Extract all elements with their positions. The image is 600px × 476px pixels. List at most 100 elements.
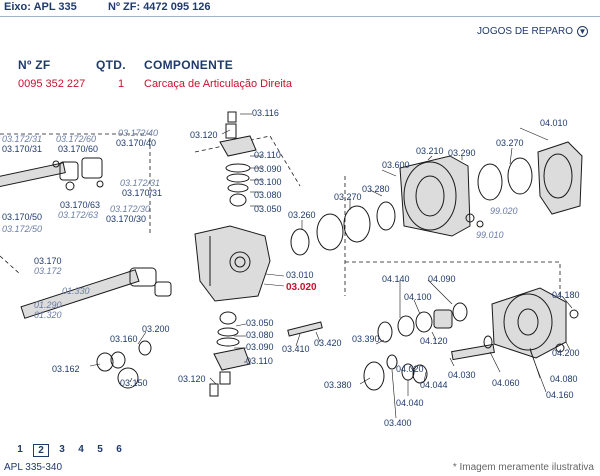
lower-kingpin-stack <box>209 311 323 397</box>
label-04-120[interactable]: 04.120 <box>420 336 448 346</box>
label-03-290[interactable]: 03.290 <box>448 148 476 158</box>
top-dashed-frame <box>194 135 301 187</box>
knuckle-housing <box>194 225 271 302</box>
label-03-080-bottom[interactable]: 03.080 <box>246 330 274 340</box>
label-03-100[interactable]: 03.100 <box>254 177 282 187</box>
label-03-420[interactable]: 03.420 <box>314 338 342 348</box>
nzf-value: 4472 095 126 <box>143 1 211 13</box>
label-03-400[interactable]: 03.400 <box>384 418 412 428</box>
label-04-040[interactable]: 04.040 <box>396 398 424 408</box>
label-03-390[interactable]: 03.390 <box>352 334 380 344</box>
upper-kingpin-stack <box>219 111 257 207</box>
label-03-210[interactable]: 03.210 <box>416 146 444 156</box>
label-03-050-bottom[interactable]: 03.050 <box>246 318 274 328</box>
nzf-label: Nº ZF: <box>108 1 141 13</box>
label-03-380[interactable]: 03.380 <box>324 380 352 390</box>
col-header-qtd: QTD. <box>96 58 126 72</box>
label-03-110-top[interactable]: 03.110 <box>254 150 281 160</box>
label-03-172-50[interactable]: 03.172/50 <box>2 224 42 234</box>
page-link-1[interactable]: 1 <box>17 444 23 455</box>
label-03-172-40[interactable]: 03.172/40 <box>118 128 158 138</box>
label-03-172-30[interactable]: 03.172/30 <box>110 204 150 214</box>
label-03-170-60[interactable]: 03.170/60 <box>58 144 98 154</box>
label-99-020[interactable]: 99.020 <box>490 206 518 216</box>
label-03-170-30[interactable]: 03.170/30 <box>106 214 146 224</box>
page-link-6[interactable]: 6 <box>116 444 122 455</box>
label-04-140[interactable]: 04.140 <box>382 274 410 284</box>
row-qtd: 1 <box>118 78 125 90</box>
label-03-150[interactable]: 03.150 <box>120 378 148 388</box>
label-03-080-top[interactable]: 03.080 <box>254 190 282 200</box>
page-selector: 1 2 3 4 5 6 <box>14 444 125 457</box>
label-03-110-bottom[interactable]: 03.110 <box>246 356 273 366</box>
label-04-180[interactable]: 04.180 <box>552 290 580 300</box>
page-link-3[interactable]: 3 <box>59 444 65 455</box>
label-03-172-63[interactable]: 03.172/63 <box>58 210 98 220</box>
label-04-160[interactable]: 04.160 <box>546 390 574 400</box>
col-header-componente: COMPONENTE <box>144 58 234 72</box>
label-04-060[interactable]: 04.060 <box>492 378 520 388</box>
label-03-010[interactable]: 03.010 <box>286 270 314 280</box>
exploded-parts-diagram: 03.116 03.120 03.110 03.090 03.100 03.08… <box>0 108 583 428</box>
label-03-260[interactable]: 03.260 <box>288 210 316 220</box>
eixo-info: Eixo: APL 335 <box>4 0 77 15</box>
label-03-170-31-b[interactable]: 03.170/31 <box>122 188 162 198</box>
page-link-5[interactable]: 5 <box>97 444 103 455</box>
label-03-120-bottom[interactable]: 03.120 <box>178 374 206 384</box>
label-03-020-highlighted[interactable]: 03.020 <box>286 282 317 293</box>
label-04-100[interactable]: 04.100 <box>404 292 432 302</box>
label-03-280[interactable]: 03.280 <box>362 184 390 194</box>
upper-left-dashed-frame <box>0 133 151 236</box>
wheel-hub-assembly <box>290 141 583 256</box>
model-range-label: APL 335-340 <box>4 462 63 473</box>
label-03-116[interactable]: 03.116 <box>252 108 279 118</box>
label-03-170-40[interactable]: 03.170/40 <box>116 138 156 148</box>
page-link-2-current[interactable]: 2 <box>33 444 49 457</box>
row-componente[interactable]: Carcaça de Articulação Direita <box>144 78 292 90</box>
label-03-090-top[interactable]: 03.090 <box>254 164 282 174</box>
label-03-050-top[interactable]: 03.050 <box>254 204 282 214</box>
label-03-172[interactable]: 03.172 <box>34 266 62 276</box>
label-04-020[interactable]: 04.020 <box>396 364 424 374</box>
label-04-200[interactable]: 04.200 <box>552 348 580 358</box>
label-04-010[interactable]: 04.010 <box>540 118 568 128</box>
label-03-162[interactable]: 03.162 <box>52 364 80 374</box>
label-04-044[interactable]: 04.044 <box>420 380 448 390</box>
label-03-120-top[interactable]: 03.120 <box>190 130 218 140</box>
label-04-030[interactable]: 04.030 <box>448 370 476 380</box>
label-03-200[interactable]: 03.200 <box>142 324 170 334</box>
arrow-down-circle-icon: ▼ <box>577 26 588 37</box>
label-03-170[interactable]: 03.170 <box>34 256 62 266</box>
label-03-172-31-a[interactable]: 03.172/31 <box>2 134 42 144</box>
label-03-270-top[interactable]: 03.270 <box>496 138 524 148</box>
label-03-172-31-b[interactable]: 03.172/31 <box>120 178 160 188</box>
label-03-172-60[interactable]: 03.172/60 <box>56 134 96 144</box>
label-03-160[interactable]: 03.160 <box>110 334 138 344</box>
page-link-4[interactable]: 4 <box>78 444 84 455</box>
label-03-090-bottom[interactable]: 03.090 <box>246 342 274 352</box>
label-03-170-50[interactable]: 03.170/50 <box>2 212 42 222</box>
label-04-080[interactable]: 04.080 <box>550 374 578 384</box>
label-04-090[interactable]: 04.090 <box>428 274 456 284</box>
planetary-gear-assembly <box>363 287 579 391</box>
label-99-010[interactable]: 99.010 <box>476 230 504 240</box>
label-01-330[interactable]: 01.330 <box>62 286 90 296</box>
label-01-320[interactable]: 01.320 <box>34 310 62 320</box>
nzf-info: Nº ZF: 4472 095 126 <box>108 0 210 15</box>
upper-cardan-shaft <box>0 157 104 191</box>
lower-left-seals <box>96 340 152 389</box>
col-header-nzf: Nº ZF <box>18 58 51 72</box>
label-03-170-63[interactable]: 03.170/63 <box>60 200 100 210</box>
label-03-170-31-a[interactable]: 03.170/31 <box>2 144 42 154</box>
header-bar: Eixo: APL 335 Nº ZF: 4472 095 126 <box>0 0 600 17</box>
repair-kits-label: JOGOS DE REPARO <box>477 26 573 37</box>
repair-kits-link[interactable]: JOGOS DE REPARO ▼ <box>477 26 588 37</box>
label-03-270-mid[interactable]: 03.270 <box>334 192 362 202</box>
eixo-value: APL 335 <box>33 1 77 13</box>
row-nzf[interactable]: 0095 352 227 <box>18 78 86 90</box>
lower-right-dashed-frame <box>345 261 561 296</box>
eixo-label: Eixo: <box>4 1 31 13</box>
label-03-410[interactable]: 03.410 <box>282 344 310 354</box>
label-03-600[interactable]: 03.600 <box>382 160 410 170</box>
label-01-290[interactable]: 01.290 <box>34 300 62 310</box>
